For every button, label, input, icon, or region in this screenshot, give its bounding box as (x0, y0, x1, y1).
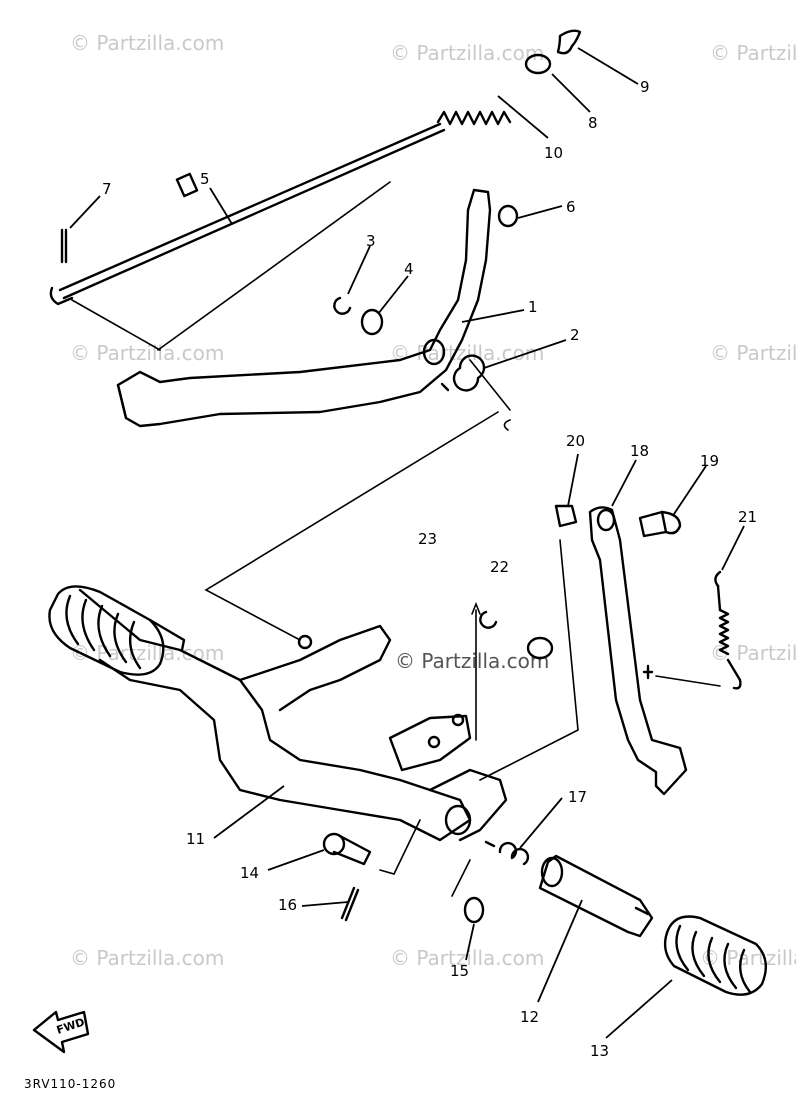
rod-spring (436, 110, 512, 126)
stand-collar (554, 504, 578, 528)
callout-18: 18 (630, 442, 649, 460)
footrest-spring (484, 840, 530, 866)
fwd-arrow-icon: FWD (32, 1010, 90, 1054)
callout-3: 3 (366, 232, 376, 250)
callout-9: 9 (640, 78, 650, 96)
guide-line (71, 181, 391, 351)
guide-line (479, 539, 579, 781)
callout-20: 20 (566, 432, 585, 450)
callout-7: 7 (102, 180, 112, 198)
watermark: © Partzilla.com (700, 946, 796, 970)
guide-line (451, 859, 471, 897)
guide-line (204, 411, 499, 641)
bracket-nut (526, 636, 554, 660)
callout-6: 6 (566, 198, 576, 216)
guide-line (469, 359, 511, 431)
footrest-cotter-pin (340, 886, 360, 922)
callout-21: 21 (738, 508, 757, 526)
watermark: © Partzilla.com (710, 341, 796, 365)
footrest-bracket (78, 588, 508, 842)
pedal-spring (440, 354, 486, 392)
wing-nut (556, 29, 582, 55)
callout-2: 2 (570, 326, 580, 344)
watermarks: © Partzilla.com © Partzilla.com © Partzi… (70, 31, 796, 970)
callout-labels: 9 8 10 6 7 5 3 4 1 2 20 18 19 21 23 22 1… (102, 78, 757, 1060)
right-footrest-rubber (663, 915, 768, 996)
callout-15: 15 (450, 962, 469, 980)
left-footrest-rubber (48, 585, 186, 676)
washer (360, 308, 384, 336)
bracket-clip (479, 610, 498, 629)
e-clip (333, 296, 352, 315)
callout-17: 17 (568, 788, 587, 806)
callout-19: 19 (700, 452, 719, 470)
callout-11: 11 (186, 830, 205, 848)
callout-1: 1 (528, 298, 538, 316)
brake-rod (49, 122, 446, 306)
guide-arrow (471, 601, 481, 615)
watermark: © Partzilla.com (390, 341, 544, 365)
callout-10: 10 (544, 144, 563, 162)
pivot-washer (497, 204, 519, 228)
callout-22: 22 (490, 558, 509, 576)
callout-14: 14 (240, 864, 259, 882)
watermark: © Partzilla.com (70, 946, 224, 970)
callout-16: 16 (278, 896, 297, 914)
leader-lines (69, 47, 745, 1039)
watermark: © Partzilla.com (70, 31, 224, 55)
diagram-code: 3RV110-1260 (24, 1077, 116, 1091)
stand-spring (714, 570, 742, 690)
watermark: © Partzilla.com (390, 41, 544, 65)
right-footrest (538, 854, 654, 938)
callout-8: 8 (588, 114, 598, 132)
brake-pedal (116, 188, 492, 428)
watermark: © Partzilla.com (70, 341, 224, 365)
guide-line (655, 675, 721, 687)
watermark: © Partzilla.com (395, 649, 549, 673)
callout-13: 13 (590, 1042, 609, 1060)
pivot-bolt (638, 510, 682, 538)
footrest-pin (322, 832, 372, 866)
watermark: © Partzilla.com (710, 41, 796, 65)
side-stand (588, 506, 688, 796)
callout-12: 12 (520, 1008, 539, 1026)
callout-4: 4 (404, 260, 414, 278)
guide-line (379, 819, 421, 875)
footrest-washer (463, 896, 485, 924)
cotter-pin (60, 228, 68, 264)
callout-5: 5 (200, 170, 210, 188)
rod-collar (524, 53, 552, 75)
callout-23: 23 (418, 530, 437, 548)
